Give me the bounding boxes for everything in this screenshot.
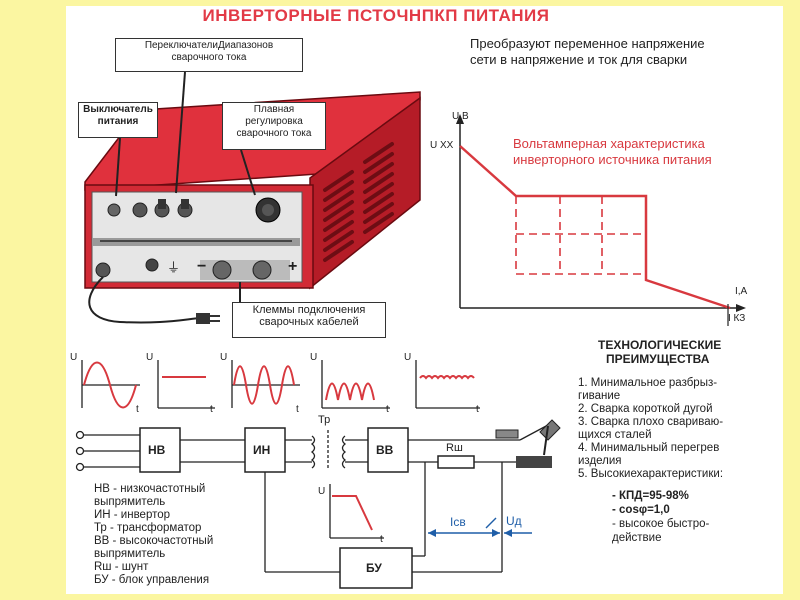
callout-power-switch-line1: Выключатель — [83, 104, 153, 115]
va-y-axis-label: U,В — [452, 111, 469, 122]
legend-line: Rш - шунт — [94, 561, 149, 573]
block-nv-label: НВ — [148, 443, 166, 457]
device-minus-label: − — [197, 258, 207, 275]
block-bu-label: БУ — [366, 561, 382, 575]
page-title: ИНВЕРТОРНЫЕ ПСТОЧНПКП ПИТАНИЯ — [202, 6, 550, 25]
advantage-item: 1. Минимальное разбрыз- — [578, 377, 718, 389]
advantage-item: 5. Высокиехарактеристики: — [578, 468, 724, 480]
spec-item: - высокое быстро- — [612, 518, 710, 530]
callout-main-adjust-line1: Плавная — [253, 104, 295, 115]
spec-item: - cosφ=1,0 — [612, 504, 670, 516]
block-in-label: ИН — [253, 443, 271, 457]
transformer-label: Тр — [318, 414, 331, 426]
device-plus-label: + — [288, 258, 298, 275]
callout-range-switches-line2: сварочного тока — [171, 52, 247, 63]
waveform-3-t-label: t — [296, 404, 299, 415]
spec-item: - КПД=95-98% — [612, 490, 689, 502]
callout-main-adjust: Плавная регулировка сварочного тока — [222, 102, 326, 150]
waveform-2-t-label: t — [210, 404, 213, 415]
advantages-title-line2: ПРЕИМУЩЕСТВА — [606, 352, 710, 366]
callout-range-switches: ПереключателиДиапазонов сварочного тока — [115, 38, 303, 72]
legend-line: БУ - блок управления — [94, 574, 210, 586]
waveform-4-u-label: U — [310, 352, 318, 363]
legend-line: ВВ - высокочастотный — [94, 535, 214, 547]
va-chart-title-line1: Вольтамперная характеристика — [513, 136, 705, 151]
va-ikz-label: I КЗ — [728, 313, 746, 324]
legend-line: Тр - трансформатор — [94, 522, 202, 534]
waveform-1-t-label: t — [136, 404, 139, 415]
svg-text:⏚: ⏚ — [167, 260, 180, 275]
arc-voltage-label: Uд — [506, 514, 522, 528]
callout-terminals-line2: сварочных кабелей — [259, 316, 359, 328]
legend-line: ИН - инвертор — [94, 509, 171, 521]
legend-line: НВ - низкочастотный — [94, 483, 206, 495]
waveform-1-u-label: U — [70, 352, 78, 363]
mini-char-t-label: t — [380, 534, 383, 545]
mini-char-u-label: U — [318, 486, 326, 497]
advantage-item: 2. Сварка короткой дугой — [578, 403, 713, 415]
intro-line-1: Преобразуют переменное напряжение — [470, 36, 705, 51]
callout-main-adjust-line3: сварочного тока — [236, 128, 312, 139]
callout-terminals: Клеммы подключения сварочных кабелей — [232, 302, 386, 338]
advantage-item: 3. Сварка плохо свариваю- — [578, 416, 724, 428]
callout-main-adjust-line2: регулировка — [245, 116, 303, 127]
waveform-5-u-label: U — [404, 352, 412, 363]
waveform-3-u-label: U — [220, 352, 228, 363]
advantage-item: гивание — [578, 390, 621, 402]
advantage-item: 4. Минимальный перегрев — [578, 442, 720, 454]
callout-power-switch-line2: питания — [97, 116, 139, 127]
shunt-label: Rш — [446, 442, 463, 454]
va-characteristic-chart — [456, 114, 746, 312]
va-chart-title-line2: инверторного источника питания — [513, 152, 712, 167]
va-x-axis-label: I,А — [735, 286, 748, 297]
advantages-title-line1: ТЕХНОЛОГИЧЕСКИЕ — [598, 338, 722, 352]
spec-item: действие — [612, 532, 662, 544]
va-curve — [459, 145, 731, 310]
callout-terminals-line1: Клеммы подключения — [252, 304, 366, 316]
welding-current-label: Iсв — [450, 515, 466, 529]
advantage-item: изделия — [578, 455, 622, 467]
callout-power-switch: Выключатель питания — [78, 102, 158, 138]
waveform-4-t-label: t — [386, 404, 389, 415]
waveform-2-u-label: U — [146, 352, 154, 363]
block-vv-label: ВВ — [376, 443, 394, 457]
legend-line: выпрямитель — [94, 548, 166, 560]
intro-line-2: сети в напряжение и ток для сварки — [470, 52, 688, 67]
advantage-item: щихся сталей — [578, 429, 652, 441]
callout-range-switches-line1: ПереключателиДиапазонов — [144, 40, 274, 51]
va-uxx-label: U XX — [430, 140, 454, 151]
legend-line: выпрямитель — [94, 496, 166, 508]
waveform-5-t-label: t — [476, 404, 479, 415]
va-dashed-region — [515, 196, 646, 275]
